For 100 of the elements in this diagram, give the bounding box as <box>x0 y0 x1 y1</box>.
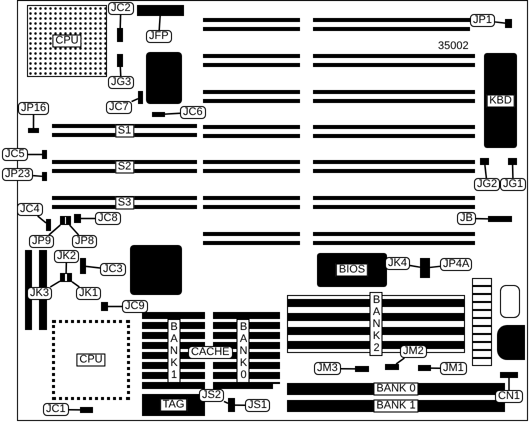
jumper-label: JFP <box>146 30 172 43</box>
jumper <box>138 91 143 104</box>
jumper-block <box>60 216 71 225</box>
jumper-label: JC2 <box>108 2 134 15</box>
jumper-label: JP16 <box>18 102 50 115</box>
leader-line <box>430 367 440 370</box>
component-label: BANK0 <box>236 319 250 383</box>
jumper <box>480 158 489 165</box>
leader-line <box>164 112 180 115</box>
jumper <box>117 54 123 67</box>
component-label: S2 <box>114 160 134 173</box>
jumper <box>420 258 430 278</box>
expansion-slot <box>52 124 197 137</box>
jumper <box>42 150 47 159</box>
jumper-block <box>60 273 72 282</box>
jumper-label: JG1 <box>500 178 526 191</box>
jumper-label: JC8 <box>95 212 121 225</box>
part-number: 35002 <box>438 40 469 52</box>
jumper-label: JG2 <box>474 178 500 191</box>
leader-line <box>65 262 68 274</box>
component-label: BANK1 <box>167 319 180 383</box>
leader-line <box>430 266 440 268</box>
jumper-label: JP1 <box>470 14 495 27</box>
jumper-label: JS1 <box>245 399 270 412</box>
jumper-label: JC7 <box>106 101 132 114</box>
jumper <box>80 258 86 274</box>
leader-line <box>494 21 506 24</box>
component-label: BANK2 <box>370 292 382 356</box>
jumper-label: JK3 <box>27 287 52 300</box>
jumper-label: JP4A <box>440 258 472 271</box>
jumper <box>117 28 123 42</box>
jumper-label: JK2 <box>54 250 79 263</box>
leader-line <box>37 215 46 224</box>
jumper <box>385 364 399 370</box>
leader-line <box>108 306 122 308</box>
expansion-slot <box>52 160 197 173</box>
jumper-label: JB <box>457 212 476 225</box>
leader-line <box>48 224 61 236</box>
jumper <box>80 407 93 413</box>
jumper <box>42 172 47 181</box>
leader-line <box>69 224 80 236</box>
jumper <box>508 158 517 165</box>
jumper-label: JC3 <box>100 263 126 276</box>
jumper <box>152 112 165 117</box>
leader-line <box>224 400 228 404</box>
leader-line <box>50 280 60 288</box>
leader-line <box>131 98 138 102</box>
jumper-label: JP23 <box>2 168 34 181</box>
jumper <box>418 365 431 371</box>
jumper-label: JK4 <box>385 257 410 270</box>
leader-line <box>340 368 356 370</box>
leader-line <box>120 66 122 76</box>
leader-line <box>512 164 514 178</box>
chip <box>317 253 387 287</box>
leader-line <box>32 115 34 128</box>
jumper-label: JK1 <box>76 287 101 300</box>
leader-line <box>396 357 405 365</box>
component-label: CPU <box>76 354 106 366</box>
jumper-label: JC5 <box>2 148 28 161</box>
jumper <box>74 214 81 223</box>
jumper-label: JP9 <box>29 235 54 248</box>
jumper <box>505 19 512 28</box>
expansion-slot <box>52 196 197 209</box>
leader-line <box>86 266 100 269</box>
jumper-label: JS2 <box>199 389 224 402</box>
component-label: BANK 0 <box>373 382 419 396</box>
chip <box>484 53 517 148</box>
leader-line <box>119 14 122 28</box>
leader-line <box>410 264 420 268</box>
jumper <box>28 128 39 133</box>
simm-socket <box>287 400 505 412</box>
jumper-label: JC6 <box>180 106 206 119</box>
component-label: CACHE <box>188 346 233 359</box>
jumper-label: JM1 <box>440 362 467 375</box>
jumper <box>137 5 184 16</box>
leader-line <box>33 174 42 178</box>
jumper-label: JC4 <box>17 203 43 216</box>
simm-socket-bank <box>287 295 465 353</box>
leader-line <box>476 218 488 220</box>
jumper-label: CN1 <box>495 390 524 403</box>
jumper-label: JG3 <box>108 76 134 89</box>
jumper-label: JM2 <box>400 345 427 358</box>
jumper <box>488 216 512 222</box>
component-label: BANK 1 <box>373 400 419 412</box>
leader-line <box>28 154 42 156</box>
component-label: S3 <box>114 196 134 209</box>
jumper-label: JM3 <box>314 362 341 375</box>
component-label: BIOS <box>336 264 368 276</box>
leader-line <box>68 408 80 411</box>
jumper-label: JC9 <box>122 300 148 313</box>
component-label: TAG <box>160 398 188 412</box>
jumper <box>228 398 235 412</box>
jumper <box>500 372 518 378</box>
leader-line <box>508 378 510 390</box>
leader-line <box>484 164 488 178</box>
jumper-label: JP8 <box>72 235 97 248</box>
jumper <box>101 302 108 311</box>
component-label: CPU <box>52 34 82 48</box>
leader-line <box>234 404 246 406</box>
jumper-label: JC1 <box>43 403 69 416</box>
